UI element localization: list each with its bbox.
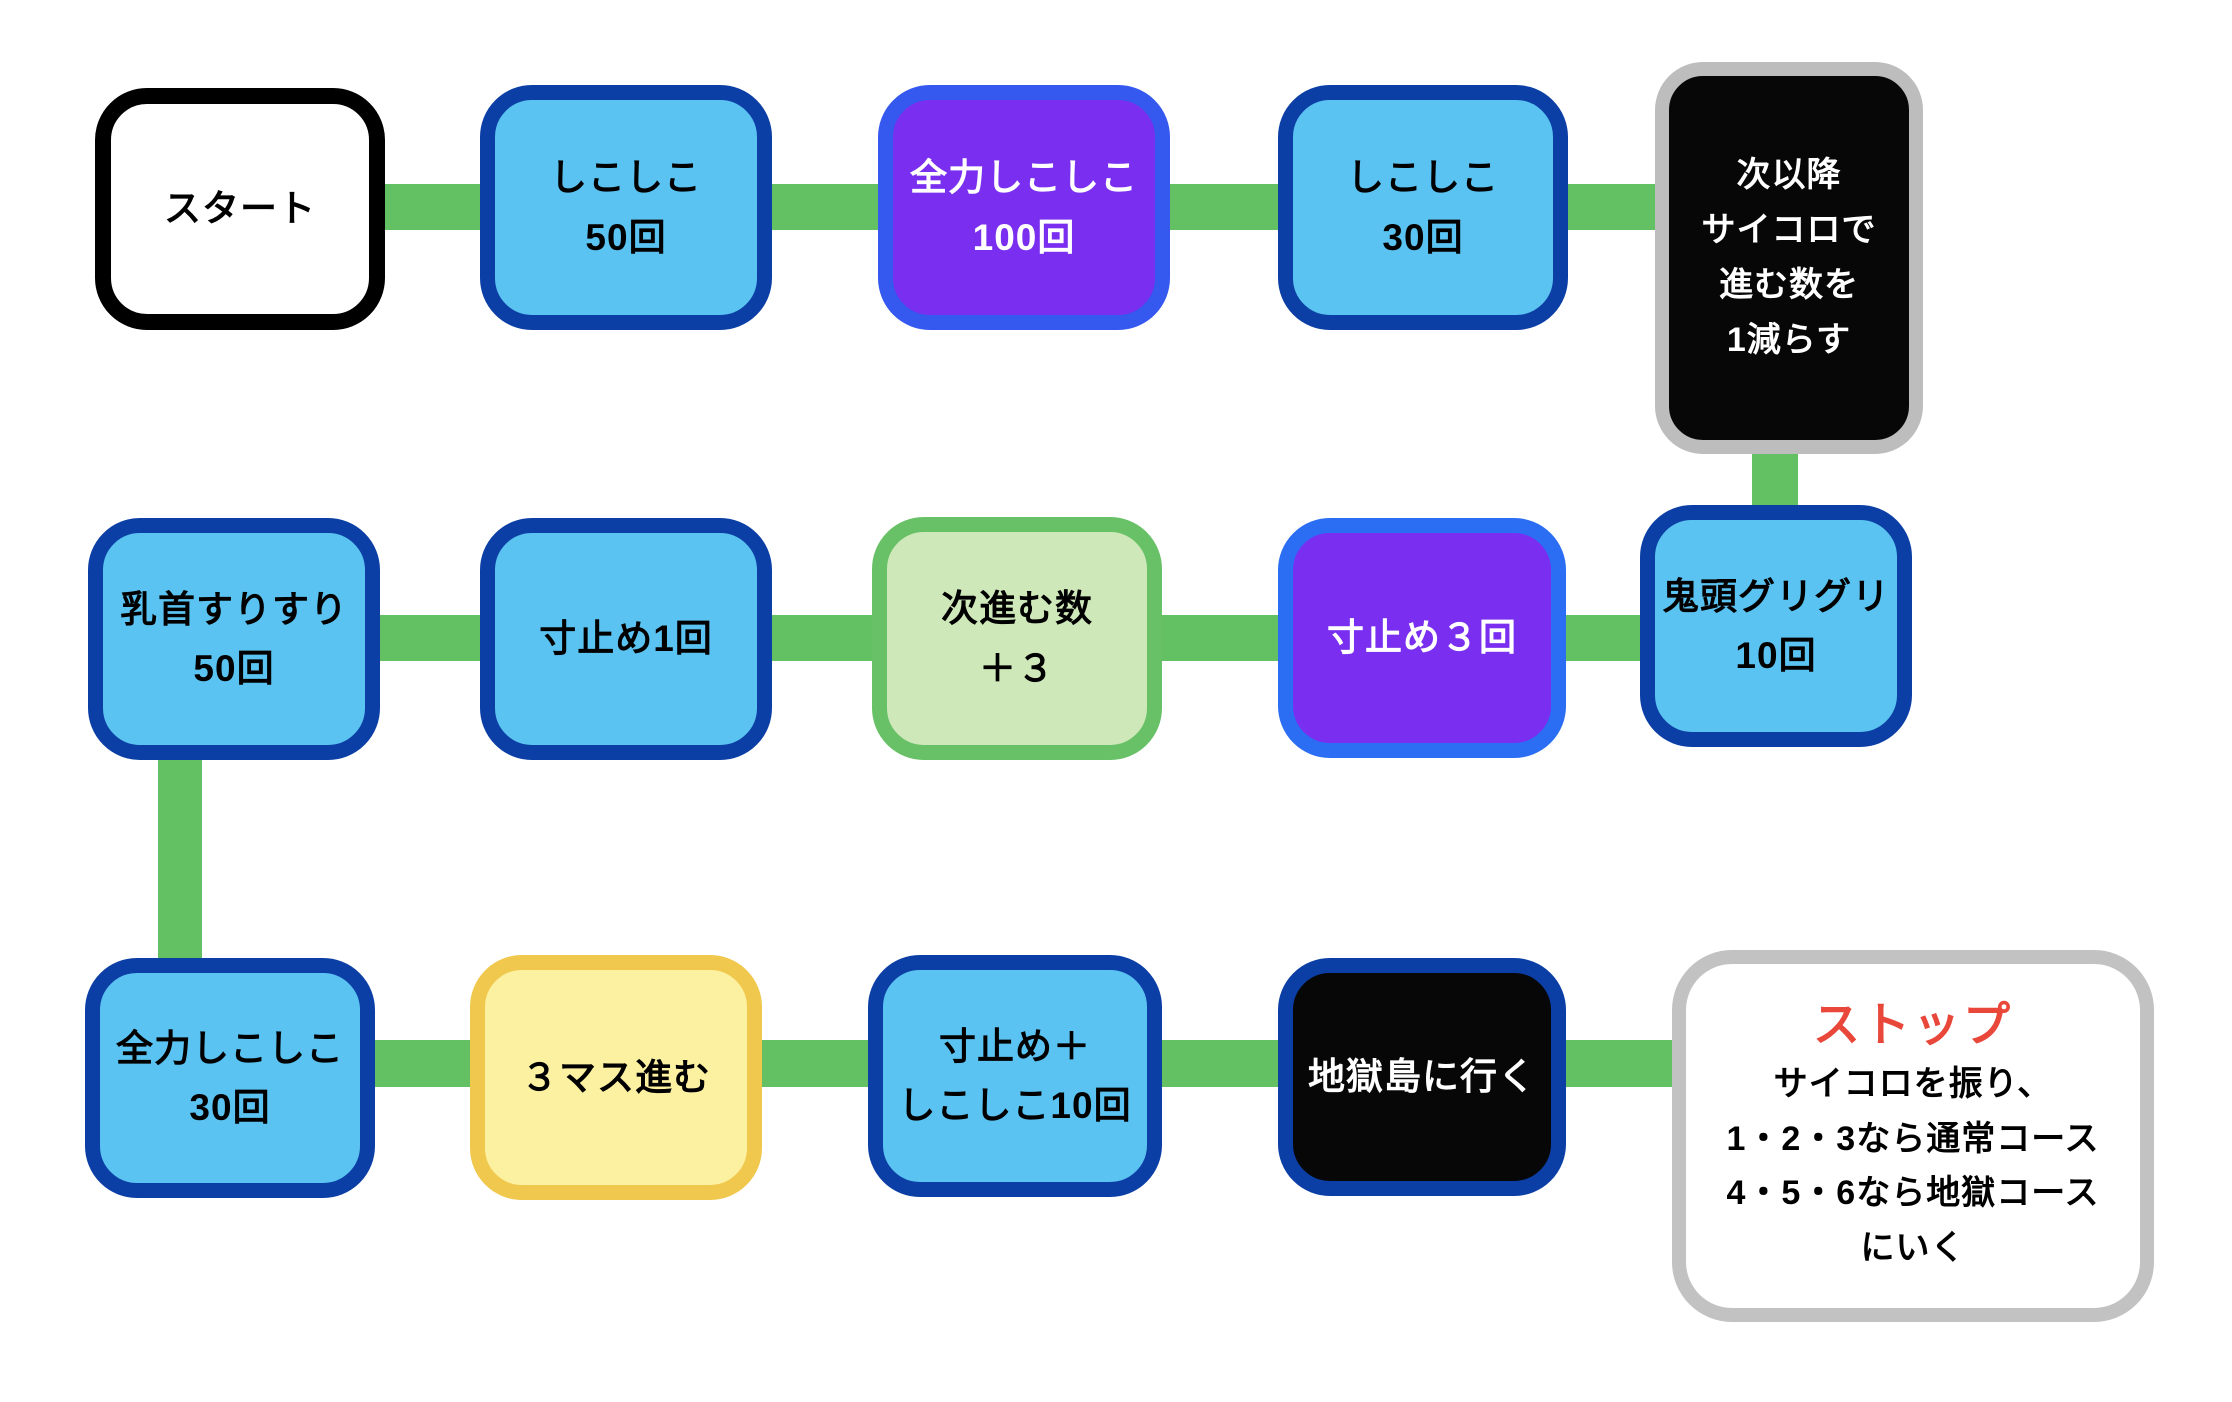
cell-label: 鬼頭グリグリ 10回 [1662,575,1890,676]
cell-label: 全力しこしこ 100回 [910,157,1138,258]
board-cell-jigoku-island: 地獄島に行く [1278,958,1566,1196]
board-cell-chikubi-surisuri-50: 乳首すりすり 50回 [88,518,380,760]
board-cell-shikoshiko-30: しこしこ 30回 [1278,85,1568,330]
path-segment [1545,1040,1697,1087]
cell-label: 寸止め３回 [1327,617,1517,659]
stop-instructions: サイコロを振り、 1・2・3なら通常コース 4・5・6なら地獄コース にいく [1726,1065,2100,1267]
board-cell-shikoshiko-50: しこしこ 50回 [480,85,772,330]
cell-label: スタート [164,188,316,230]
board-cell-start: スタート [95,88,385,330]
path-segment [1150,184,1300,230]
board-cell-next-plus-3: 次進む数 ＋３ [872,517,1162,760]
board-cell-sundome-3: 寸止め３回 [1278,518,1566,758]
path-segment-vertical [158,745,202,975]
board-cell-dice-minus-1: 次以降 サイコロで 進む数を 1減らす [1655,62,1923,454]
path-segment [750,184,900,230]
board-cell-sundome-1: 寸止め1回 [480,518,772,760]
board-cell-advance-3-squares: ３マス進む [470,955,762,1200]
stop-title: ストップ [1813,998,2013,1052]
cell-label: 寸止め＋ しこしこ10回 [898,1025,1132,1126]
cell-label: ３マス進む [521,1056,711,1098]
cell-label: 全力しこしこ 30回 [116,1027,344,1128]
cell-label: 地獄島に行く [1308,1056,1536,1098]
board-cell-zenryoku-shikoshiko-30: 全力しこしこ 30回 [85,958,375,1198]
board-cell-stop: ストップ サイコロを振り、 1・2・3なら通常コース 4・5・6なら地獄コース … [1672,950,2154,1322]
cell-label: 次以降 サイコロで 進む数を 1減らす [1701,155,1877,360]
cell-label: 次進む数 ＋３ [941,588,1093,689]
path-segment [360,615,500,661]
cell-label: 乳首すりすり 50回 [120,588,348,689]
cell-label: 寸止め1回 [539,618,713,660]
path-segment [1145,1040,1303,1087]
board-cell-kito-guriguri-10: 鬼頭グリグリ 10回 [1640,505,1912,747]
cell-label: しこしこ 50回 [550,157,702,258]
path-segment [1150,615,1300,661]
board-cell-sundome-plus-shikoshiko-10: 寸止め＋ しこしこ10回 [868,955,1162,1197]
board-cell-zenryoku-shikoshiko-100: 全力しこしこ 100回 [878,85,1170,330]
cell-label: しこしこ 30回 [1347,157,1499,258]
